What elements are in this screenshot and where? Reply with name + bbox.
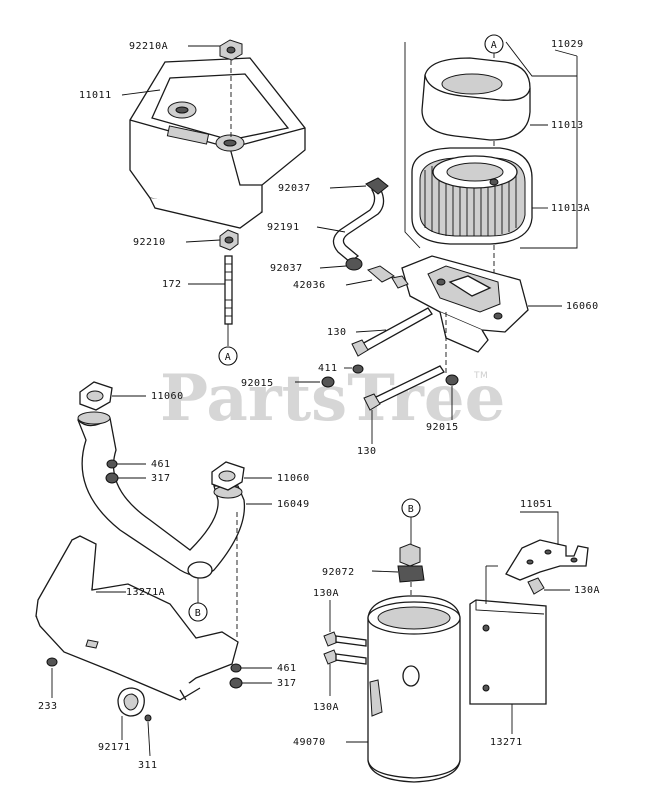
pre-cleaner-11013 [421,57,531,141]
callout-92015-left: 92015 [241,378,274,389]
watermark-tm: TM [473,371,488,381]
clamp-92037-top [365,177,389,195]
air-cleaner-cover [129,57,306,229]
muffler-49070 [367,595,461,783]
callout-461-lower: 461 [277,663,297,674]
callout-130A-right: 130A [574,585,600,596]
bolt-130A-left-lower [323,649,367,665]
nut-92015-left [321,376,335,388]
callout-172: 172 [162,279,182,290]
callout-92171: 92171 [98,742,131,753]
bolt-130-upper [351,307,433,357]
callout-42036: 42036 [293,280,326,291]
callout-411: 411 [318,363,338,374]
bolt-130A-left-upper [323,631,367,647]
gasket-11060-right [211,461,245,491]
ref-marker-a-bottom-label: A [225,352,232,363]
breather-hose-92191 [332,187,385,263]
callout-49070: 49070 [293,737,326,748]
callout-317-lower: 317 [277,678,297,689]
clamp-92037-bottom [345,257,363,271]
fitting-92072 [397,543,425,583]
callout-130-lower: 130 [357,446,377,457]
bolt-130A-right [527,577,545,595]
watermark: PartsTree [160,361,505,436]
callout-92191: 92191 [267,222,300,233]
exhaust-pipe-16049 [77,411,246,579]
nut-317-upper [105,472,119,484]
muffler-cover-13271 [469,599,547,705]
ref-marker-b-right-label: B [408,504,415,515]
ref-marker-b-left-label: B [195,608,202,619]
bolt-130-lower [363,365,445,411]
washer-461-lower [230,663,242,673]
callout-11029: 11029 [551,39,584,50]
nut-92210A [219,39,243,61]
callout-11060-left: 11060 [151,391,184,402]
callout-130-upper: 130 [327,327,347,338]
bracket-11051 [505,539,589,581]
gasket-11060-left [79,381,113,411]
nut-92210 [219,229,239,251]
spark-arrester-92171 [117,687,145,717]
washer-411 [352,364,364,374]
callout-11060-right: 11060 [277,473,310,484]
callout-13271: 13271 [490,737,523,748]
callout-461-upper: 461 [151,459,171,470]
fitting-42036 [367,265,409,289]
washer-461-upper [106,459,118,469]
callout-16060: 16060 [566,301,599,312]
screw-311 [144,714,152,722]
callout-92210A: 92210A [129,41,168,52]
callout-130A-lower: 130A [313,702,339,713]
callout-11011: 11011 [79,90,112,101]
air-cleaner-base-16060 [401,255,529,353]
ref-marker-a-top-label: A [491,40,498,51]
air-filter-11013A [411,147,533,245]
callout-11013A: 11013A [551,203,590,214]
callout-130A-upper: 130A [313,588,339,599]
callout-317-upper: 317 [151,473,171,484]
callout-233: 233 [38,701,58,712]
callout-92015-right: 92015 [426,422,459,433]
exhaust-shield-13271A [35,535,239,701]
stud-172 [224,255,233,325]
nut-317-lower [229,677,243,689]
nut-233 [46,657,58,667]
callout-92210: 92210 [133,237,166,248]
callout-13271A: 13271A [126,587,165,598]
callout-92037-top: 92037 [278,183,311,194]
callout-92037-bottom: 92037 [270,263,303,274]
callout-16049: 16049 [277,499,310,510]
nut-92015-right [445,374,459,386]
callout-311: 311 [138,760,158,771]
callout-92072: 92072 [322,567,355,578]
callout-11013: 11013 [551,120,584,131]
callout-11051: 11051 [520,499,553,510]
ref-marker-a-bottom [218,346,238,366]
